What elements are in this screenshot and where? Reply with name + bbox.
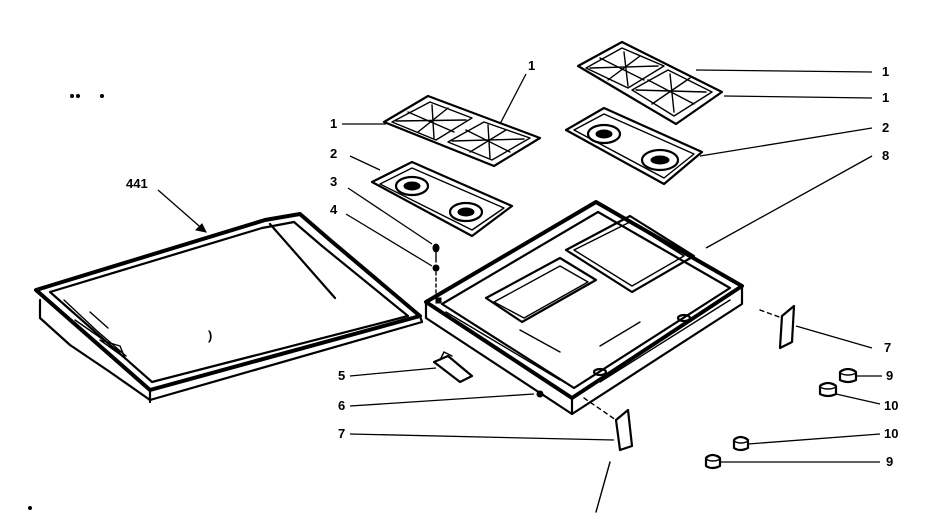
callout-1-right-upper: 1 bbox=[882, 64, 889, 79]
burner-pan-left bbox=[370, 160, 514, 238]
screw-part-4 bbox=[432, 264, 440, 297]
callout-441: 441 bbox=[126, 176, 148, 191]
callout-1-right-lower: 1 bbox=[882, 90, 889, 105]
callout-labels: 441 1 1 1 1 2 2 3 4 5 6 7 7 8 9 9 10 10 bbox=[126, 58, 898, 469]
cover-lid: ) bbox=[34, 212, 424, 404]
callout-4: 4 bbox=[330, 202, 338, 217]
cooktop-frame bbox=[424, 200, 744, 416]
callout-2-left: 2 bbox=[330, 146, 337, 161]
burner-pan-right bbox=[564, 106, 704, 186]
leader-lines bbox=[157, 69, 882, 463]
callout-10-upper: 10 bbox=[884, 398, 898, 413]
screw-part-3 bbox=[432, 243, 440, 263]
knob-part-9-lower bbox=[704, 453, 722, 470]
callout-8: 8 bbox=[882, 148, 889, 163]
callout-9-lower: 9 bbox=[886, 454, 893, 469]
callout-5: 5 bbox=[338, 368, 345, 383]
bracket-part-5 bbox=[432, 351, 474, 384]
grate-pair-right bbox=[576, 40, 724, 126]
leg-part-7-right bbox=[759, 304, 796, 350]
callout-2-right: 2 bbox=[882, 120, 889, 135]
callout-1-center-left: 1 bbox=[330, 116, 337, 131]
knob-part-10-lower bbox=[732, 435, 750, 452]
callout-7-left: 7 bbox=[338, 426, 345, 441]
knob-part-9-upper bbox=[838, 367, 858, 384]
leg-part-7-left bbox=[583, 397, 634, 513]
grate-pair-left bbox=[382, 94, 542, 168]
callout-7-right: 7 bbox=[884, 340, 891, 355]
knob-part-10-upper bbox=[818, 381, 838, 398]
stray-marks bbox=[28, 94, 104, 510]
callout-6: 6 bbox=[338, 398, 345, 413]
callout-10-lower: 10 bbox=[884, 426, 898, 441]
callout-9-upper: 9 bbox=[886, 368, 893, 383]
callout-1-center-top: 1 bbox=[528, 58, 535, 73]
lid-mark: ) bbox=[208, 328, 212, 343]
callout-3: 3 bbox=[330, 174, 337, 189]
